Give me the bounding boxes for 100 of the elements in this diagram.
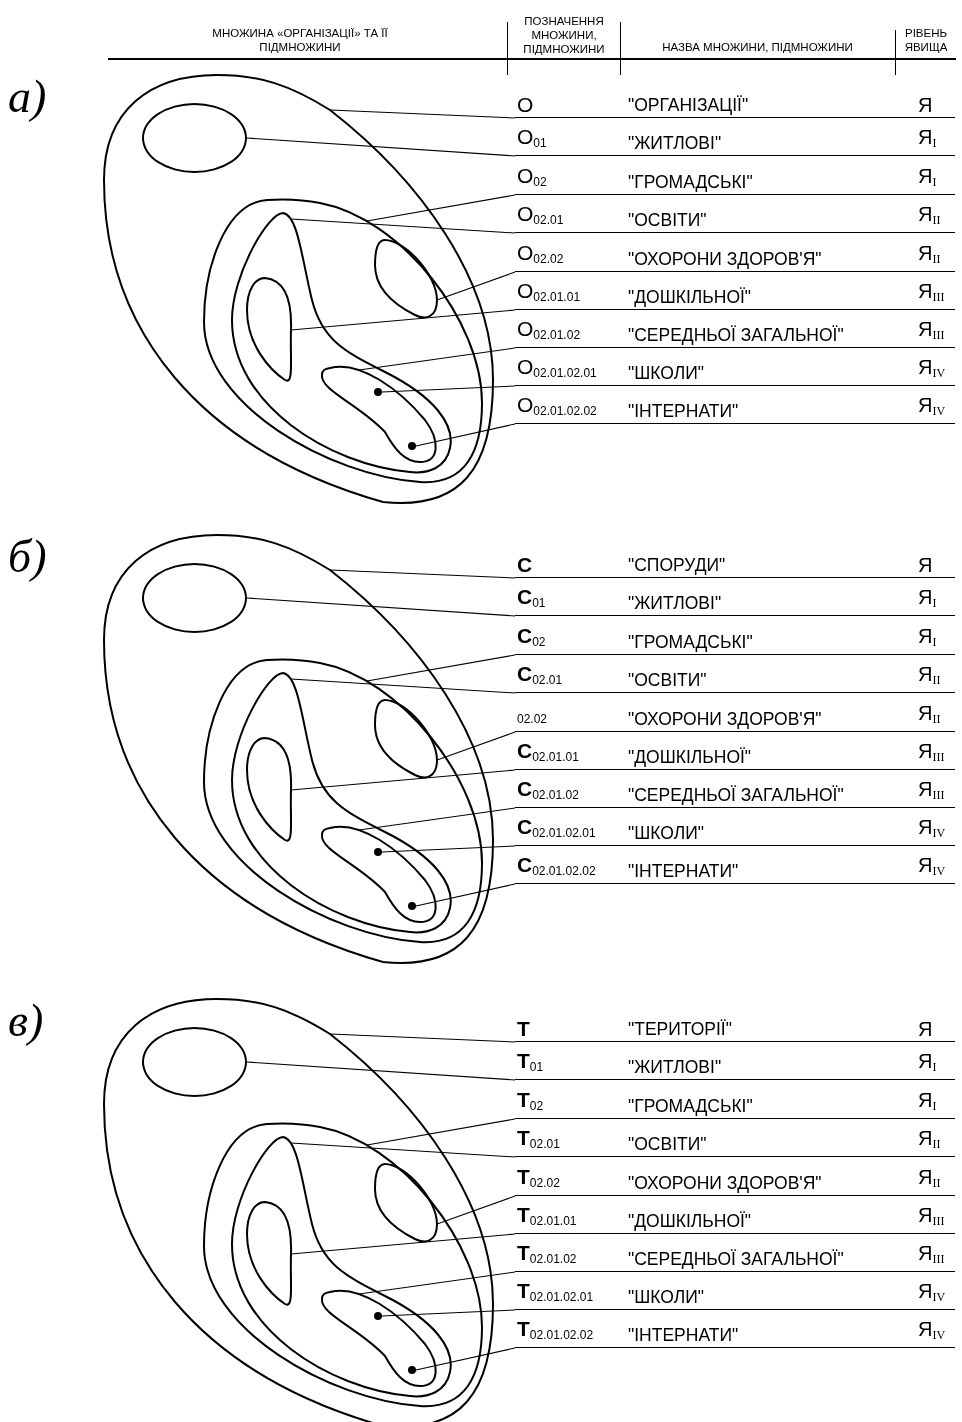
leader-line <box>246 597 516 617</box>
set-designation: О$_{01}$ <box>517 126 547 152</box>
set-name: "ОСВІТИ" <box>628 209 707 231</box>
set-designation: Т$_{02.01}$ <box>517 1127 560 1153</box>
level-label: Я$_{I}$ <box>918 586 937 612</box>
leader-line <box>290 218 516 234</box>
leader-line <box>415 1347 516 1371</box>
level-label: Я$_{IV}$ <box>918 394 946 420</box>
set-name: "ОХОРОНИ ЗДОРОВ'Я" <box>628 248 822 270</box>
leader-line <box>366 194 516 222</box>
set-designation: О$_{02.01.01}$ <box>517 280 581 306</box>
leader-line <box>415 883 516 907</box>
set-designation: Т <box>517 1018 530 1040</box>
set-designation: С$_{02.01.02.01}$ <box>517 816 596 842</box>
leader-line <box>329 1033 516 1043</box>
set-designation: О$_{02.01.02}$ <box>517 318 581 344</box>
column-header: НАЗВА МНОЖИНИ, ПІДМНОЖИНИ <box>661 40 854 54</box>
set-designation: 02.02 <box>517 711 548 728</box>
set-designation: С <box>517 554 533 576</box>
set-designation: Т$_{01}$ <box>517 1050 544 1076</box>
set-designation: О$_{02}$ <box>517 165 547 191</box>
set-designation: О$_{02.01.02.01}$ <box>517 356 597 382</box>
column-header: МНОЖИНА «ОРГАНІЗАЦІЇ» ТА ЇЇ ПІДМНОЖИНИ <box>211 26 389 54</box>
level-label: Я$_{III}$ <box>918 740 945 766</box>
set-name: "ІНТЕРНАТИ" <box>628 860 739 882</box>
leader-line <box>366 654 516 682</box>
set-name: "СПОРУДИ" <box>628 554 726 576</box>
level-label: Я$_{III}$ <box>918 318 945 344</box>
set-designation: Т$_{02.01.02.02}$ <box>517 1318 594 1344</box>
set-designation: С$_{02.01.02}$ <box>517 778 579 804</box>
leader-line <box>366 1118 516 1146</box>
set-name: "СЕРЕДНЬОЇ ЗАГАЛЬНОЇ" <box>628 1248 844 1270</box>
set-name: "ОХОРОНИ ЗДОРОВ'Я" <box>628 1172 822 1194</box>
leader-line <box>290 769 516 791</box>
set-designation: О$_{02.01}$ <box>517 203 564 229</box>
region-outline <box>142 1027 247 1097</box>
level-label: Я$_{I}$ <box>918 1089 937 1115</box>
leader-line <box>329 569 516 579</box>
level-label: Я$_{IV}$ <box>918 356 946 382</box>
level-label: Я$_{II}$ <box>918 1127 941 1153</box>
leader-line <box>290 1233 516 1255</box>
column-header: ПОЗНАЧЕННЯ МНОЖИНИ, ПІДМНОЖИНИ <box>522 14 606 56</box>
leader-line <box>246 1061 516 1081</box>
leader-line <box>358 347 516 371</box>
leader-line <box>246 137 516 157</box>
set-designation: С$_{02.01}$ <box>517 663 563 689</box>
set-name: "ГРОМАДСЬКІ" <box>628 171 753 193</box>
set-designation: Т$_{02.01.02.01}$ <box>517 1280 594 1306</box>
set-name: "ЖИТЛОВІ" <box>628 132 722 154</box>
set-designation: С$_{01}$ <box>517 586 546 612</box>
panel-label: б) <box>8 532 47 582</box>
point-marker <box>374 848 382 856</box>
level-label: Я <box>918 554 933 576</box>
level-label: Я$_{I}$ <box>918 165 937 191</box>
leader-line <box>329 109 516 119</box>
set-name: "ДОШКІЛЬНОЇ" <box>628 1210 752 1232</box>
level-label: Я$_{I}$ <box>918 625 937 651</box>
point-marker <box>408 1366 416 1374</box>
set-name: "ДОШКІЛЬНОЇ" <box>628 286 752 308</box>
set-designation: С$_{02.01.02.02}$ <box>517 854 596 880</box>
set-name: "ОРГАНІЗАЦІЇ" <box>628 94 749 116</box>
set-name: "ІНТЕРНАТИ" <box>628 400 739 422</box>
leader-line <box>381 1309 516 1317</box>
set-name: "ШКОЛИ" <box>628 362 704 384</box>
level-label: Я$_{II}$ <box>918 242 941 268</box>
leader-line <box>358 1271 516 1295</box>
leader-line <box>436 1195 516 1225</box>
leader-line <box>436 731 516 761</box>
leader-line <box>381 845 516 853</box>
level-label: Я$_{II}$ <box>918 203 941 229</box>
level-label: Я$_{I}$ <box>918 126 937 152</box>
set-designation: Т$_{02.01.02}$ <box>517 1242 577 1268</box>
level-label: Я$_{II}$ <box>918 1166 941 1192</box>
panel-label: а) <box>8 72 47 122</box>
point-marker <box>408 442 416 450</box>
set-name: "СЕРЕДНЬОЇ ЗАГАЛЬНОЇ" <box>628 324 844 346</box>
level-label: Я$_{III}$ <box>918 778 945 804</box>
set-name: "ОСВІТИ" <box>628 669 707 691</box>
set-name: "ОСВІТИ" <box>628 1133 707 1155</box>
point-marker <box>374 388 382 396</box>
set-name: "ГРОМАДСЬКІ" <box>628 1095 753 1117</box>
point-marker <box>408 902 416 910</box>
set-designation: О$_{02.01.02.02}$ <box>517 394 597 420</box>
leader-line <box>415 423 516 447</box>
set-designation: О$_{02.02}$ <box>517 242 564 268</box>
set-designation: Т$_{02.01.01}$ <box>517 1204 577 1230</box>
leader-line <box>290 309 516 331</box>
level-label: Я <box>918 1018 933 1040</box>
set-designation: О <box>517 94 534 116</box>
leader-line <box>381 385 516 393</box>
region-outline <box>142 103 247 173</box>
leader-line <box>290 678 516 694</box>
set-name: "ГРОМАДСЬКІ" <box>628 631 753 653</box>
set-name: "ШКОЛИ" <box>628 1286 704 1308</box>
panel-label: в) <box>8 996 44 1046</box>
level-label: Я$_{III}$ <box>918 280 945 306</box>
level-label: Я$_{IV}$ <box>918 854 946 880</box>
point-marker <box>374 1312 382 1320</box>
region-outline <box>142 563 247 633</box>
level-label: Я$_{IV}$ <box>918 816 946 842</box>
